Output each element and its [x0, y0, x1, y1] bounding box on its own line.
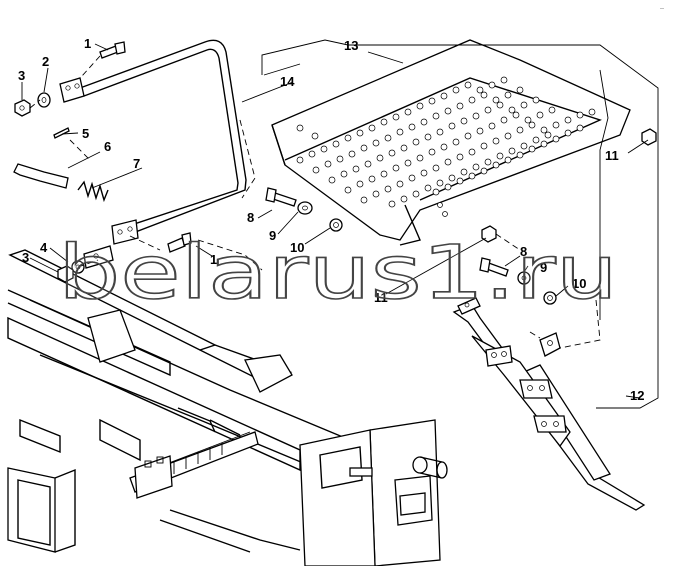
spring [77, 180, 109, 203]
callout-3-mid: 3 [22, 250, 29, 265]
corner-tag: — [660, 5, 664, 10]
callout-4: 4 [40, 240, 48, 255]
callout-11-mid: 11 [374, 290, 388, 305]
leader-lines [21, 43, 649, 399]
callout-9-right: 9 [540, 260, 547, 275]
callout-3-top: 3 [18, 68, 25, 83]
handrail [59, 39, 247, 245]
perforation-pattern [296, 76, 596, 208]
callout-7: 7 [133, 156, 140, 171]
tractor-frame [7, 249, 448, 566]
callout-8-mid: 8 [247, 210, 254, 225]
callout-14: 14 [280, 74, 295, 89]
nut-mid [57, 265, 74, 283]
lock-pin [13, 163, 69, 189]
assembly-lines [29, 99, 601, 349]
nut-11a [641, 128, 657, 146]
cotter-pin [53, 127, 70, 139]
callout-brackets [261, 39, 659, 409]
middle-hardware [265, 128, 657, 243]
bolt-mid [167, 237, 186, 253]
step-ladder [452, 297, 646, 511]
callout-11-top: 11 [605, 148, 619, 163]
callout-1-mid: 1 [210, 252, 217, 267]
callout-8-right: 8 [520, 244, 527, 259]
callout-13: 13 [344, 38, 358, 53]
callout-5: 5 [82, 126, 89, 141]
callout-10-right: 10 [572, 276, 586, 291]
callout-12: 12 [630, 388, 644, 403]
callout-1-top: 1 [84, 36, 91, 51]
callout-9-mid: 9 [269, 228, 276, 243]
callout-2: 2 [42, 54, 49, 69]
step-platform [271, 39, 631, 246]
callout-6: 6 [104, 139, 111, 154]
callout-labels: 1 2 3 5 6 7 14 13 11 8 9 10 4 3 1 11 8 9… [18, 36, 644, 403]
right-hardware [479, 257, 557, 305]
watermark: belarus1.ru [58, 230, 618, 316]
callout-10-mid: 10 [290, 240, 304, 255]
